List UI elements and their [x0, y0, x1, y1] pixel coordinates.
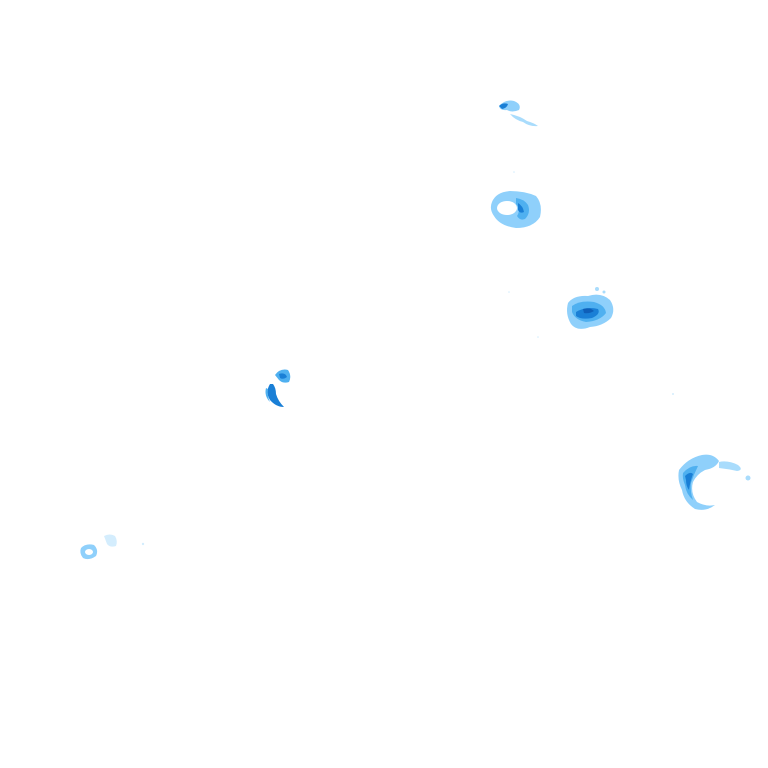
- precip-cell-north: [499, 100, 538, 127]
- precip-cell-north-upper: [490, 191, 541, 228]
- precip-cell-southwest: [80, 534, 145, 560]
- precip-specks: [508, 171, 674, 395]
- precip-cell-east: [567, 287, 614, 329]
- precip-cell-southeast: [678, 454, 751, 510]
- precip-cell-central-west: [265, 369, 291, 407]
